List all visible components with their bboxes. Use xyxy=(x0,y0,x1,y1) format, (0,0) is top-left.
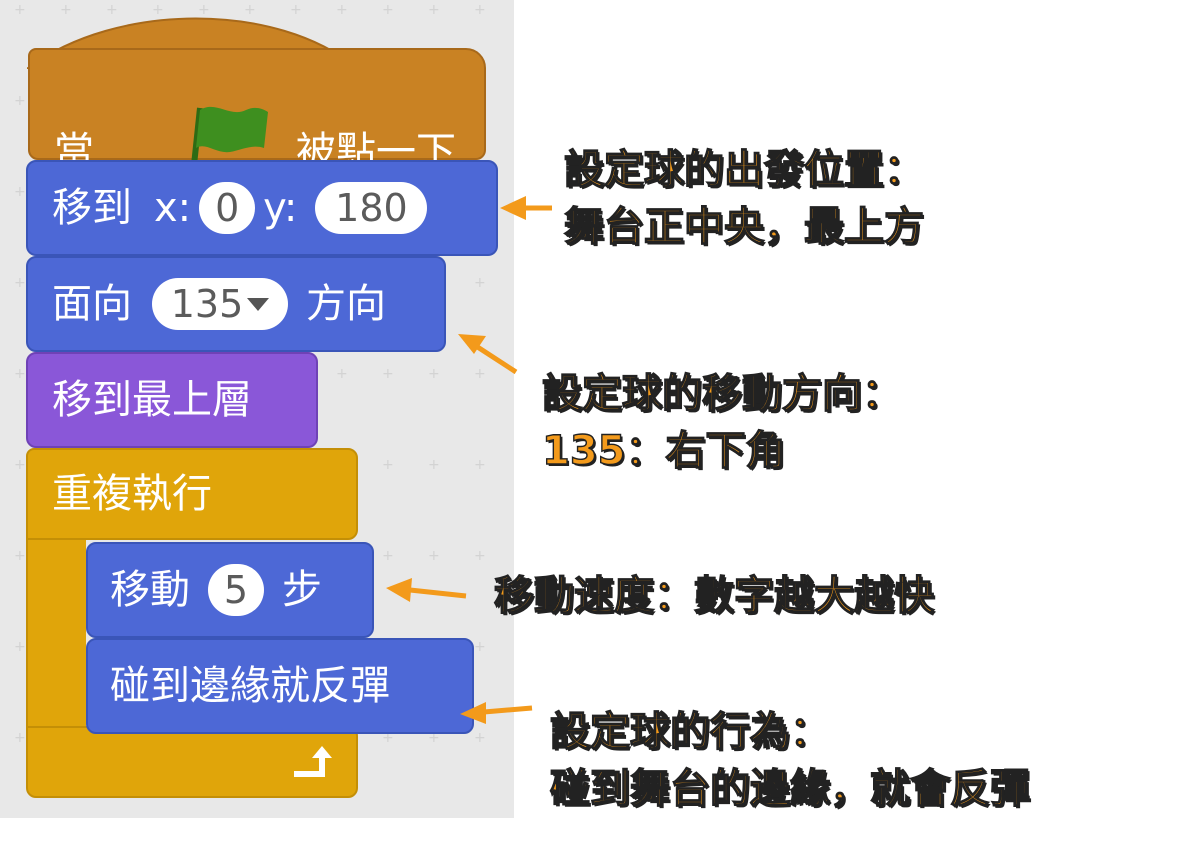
annotation-line: 舞台正中央，最上方 xyxy=(563,203,924,250)
grid-plus-mark: + xyxy=(428,2,440,18)
grid-plus-mark: + xyxy=(474,275,486,291)
grid-plus-mark: + xyxy=(336,2,348,18)
move-steps-block[interactable]: 移動 5 步 xyxy=(86,542,374,638)
y-value-input[interactable]: 180 xyxy=(315,182,428,234)
y-label: y: xyxy=(263,185,298,231)
grid-plus-mark: + xyxy=(382,548,394,564)
forever-label: 重複執行 xyxy=(52,471,212,517)
grid-plus-mark: + xyxy=(106,2,118,18)
arrow-to-point xyxy=(474,343,518,375)
move-suffix-label: 步 xyxy=(282,567,322,613)
loop-arrow-icon xyxy=(294,746,332,777)
grid-plus-mark: + xyxy=(428,730,440,746)
grid-plus-mark: + xyxy=(382,457,394,473)
annotation-line: 設定球的出發位置： xyxy=(563,146,924,193)
grid-plus-mark: + xyxy=(14,184,26,200)
goto-label: 移到 xyxy=(52,185,132,231)
grid-plus-mark: + xyxy=(60,2,72,18)
if-on-edge-bounce-block[interactable]: 碰到邊緣就反彈 xyxy=(86,638,474,734)
grid-plus-mark: + xyxy=(290,2,302,18)
grid-plus-mark: + xyxy=(14,457,26,473)
go-to-xy-block[interactable]: 移到 x: 0 y: 180 xyxy=(26,160,498,256)
grid-plus-mark: + xyxy=(428,548,440,564)
grid-plus-mark: + xyxy=(14,93,26,109)
direction-dropdown[interactable]: 135 xyxy=(152,278,288,330)
go-to-front-block[interactable]: 移到最上層 xyxy=(26,352,318,448)
point-label: 面向 xyxy=(52,281,132,327)
annotation-line: 碰到舞台的邊緣，就會反彈 xyxy=(549,765,1030,812)
forever-block[interactable]: 重複執行 xyxy=(26,448,358,540)
grid-plus-mark: + xyxy=(14,639,26,655)
grid-plus-mark: + xyxy=(244,2,256,18)
annotation-start-position: 設定球的出發位置： 舞台正中央，最上方 xyxy=(563,142,924,256)
grid-plus-mark: + xyxy=(382,730,394,746)
grid-plus-mark: + xyxy=(474,2,486,18)
grid-plus-mark: + xyxy=(474,366,486,382)
annotation-line: 設定球的行為： xyxy=(549,708,830,755)
move-label: 移動 xyxy=(110,567,190,613)
annotation-speed: 移動速度：數字越大越快 xyxy=(493,568,934,625)
arrow-to-bounce xyxy=(483,705,533,715)
annotation-line: 135：右下角 xyxy=(541,427,786,474)
grid-plus-mark: + xyxy=(382,366,394,382)
grid-plus-mark: + xyxy=(474,457,486,473)
bounce-label: 碰到邊緣就反彈 xyxy=(110,663,390,709)
grid-plus-mark: + xyxy=(428,457,440,473)
annotation-line: 移動速度：數字越大越快 xyxy=(493,572,934,619)
direction-value: 135 xyxy=(170,282,244,326)
grid-plus-mark: + xyxy=(198,2,210,18)
grid-plus-mark: + xyxy=(14,275,26,291)
grid-plus-mark: + xyxy=(474,548,486,564)
arrow-to-move xyxy=(409,587,467,599)
grid-plus-mark: + xyxy=(382,2,394,18)
forever-block-bottom[interactable] xyxy=(26,726,358,798)
point-suffix-label: 方向 xyxy=(306,281,386,327)
dropdown-arrow-icon xyxy=(247,297,270,311)
annotation-line: 設定球的移動方向： xyxy=(541,370,902,417)
front-label: 移到最上層 xyxy=(52,377,252,423)
grid-plus-mark: + xyxy=(474,639,486,655)
steps-input[interactable]: 5 xyxy=(208,564,264,616)
annotation-behavior: 設定球的行為： 碰到舞台的邊緣，就會反彈 xyxy=(549,704,1030,818)
x-label: x: xyxy=(154,185,192,231)
grid-plus-mark: + xyxy=(336,366,348,382)
point-in-direction-block[interactable]: 面向 135 方向 xyxy=(26,256,446,352)
grid-plus-mark: + xyxy=(152,2,164,18)
x-value-input[interactable]: 0 xyxy=(199,182,256,234)
grid-plus-mark: + xyxy=(428,366,440,382)
script-canvas[interactable]: ++++++++++++++++++++++++++++++++++++++++… xyxy=(0,0,514,818)
grid-plus-mark: + xyxy=(14,730,26,746)
forever-block-arm xyxy=(26,530,86,730)
grid-plus-mark: + xyxy=(14,366,26,382)
grid-plus-mark: + xyxy=(474,730,486,746)
annotation-direction: 設定球的移動方向： 135：右下角 xyxy=(541,366,902,480)
grid-plus-mark: + xyxy=(14,548,26,564)
grid-plus-mark: + xyxy=(14,2,26,18)
